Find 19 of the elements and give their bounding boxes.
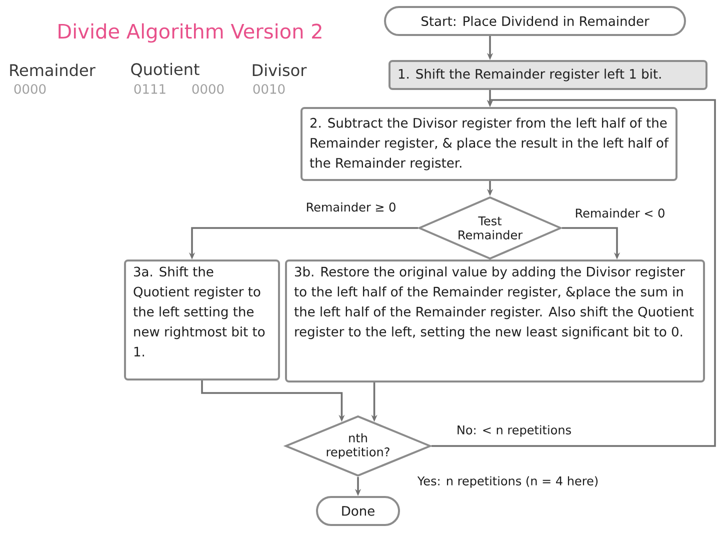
edge-label: Yes: n repetitions (n = 4 here)	[416, 474, 600, 490]
terminal-box: Done	[316, 496, 400, 526]
column-heading: Quotient	[131, 62, 200, 78]
process-box: 3b. Restore the original value by adding the Divisor register to the left half of the Remainder register, &place the sum in the left half of the Remainder register. Also shift the Quotient register to the left, setting the new least significant bit to 0.	[285, 260, 705, 382]
edge-label: Remainder < 0	[573, 206, 667, 220]
process-box: 1. Shift the Remainder register left 1 bit.	[388, 60, 708, 90]
column-heading: Divisor	[252, 64, 307, 76]
edge-label: No: < n repetitions	[454, 424, 574, 438]
column-heading: Remainder	[10, 64, 96, 76]
bit-value: 0111	[134, 84, 166, 94]
bit-value: 0010	[253, 84, 285, 94]
terminal-box: Start: Place Dividend in Remainder	[384, 6, 686, 36]
arrow	[432, 99, 716, 447]
bit-value: 0000	[14, 84, 46, 94]
process-box: 3a. Shift the Quotient register to the left setting the new rightmost bit to 1.	[124, 260, 280, 380]
title: Divide Algorithm Version 2	[58, 23, 322, 43]
process-box: 2. Subtract the Divisor register from the left half of the Remainder register, & place the result in the left half of the Remainder register.	[300, 107, 678, 181]
edge-label: Remainder ≥ 0	[304, 200, 398, 214]
bit-value: 0000	[192, 84, 224, 94]
